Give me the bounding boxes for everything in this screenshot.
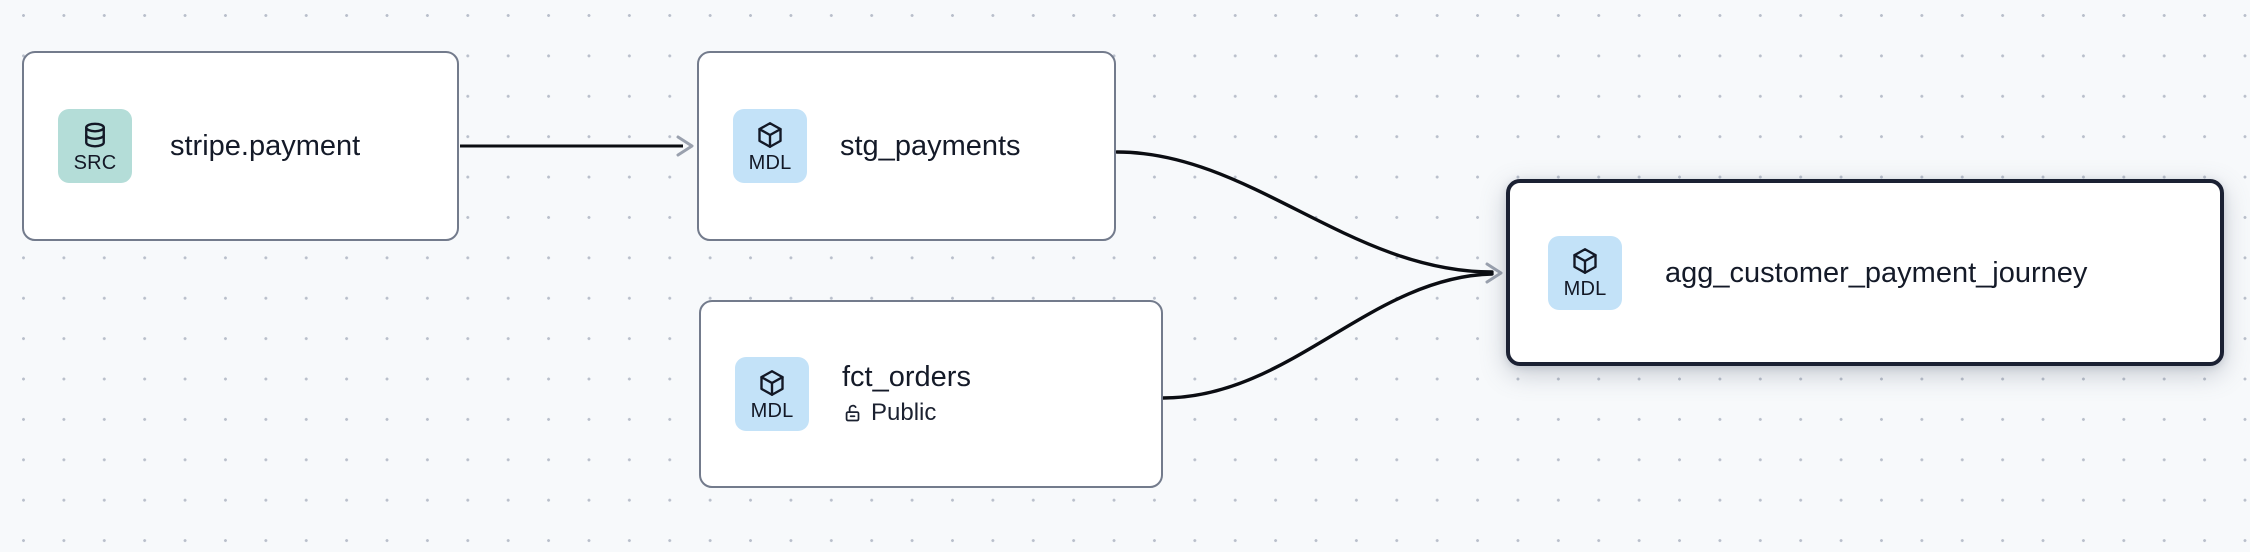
node-visibility-badge: Public <box>842 398 971 428</box>
node-body: agg_customer_payment_journey <box>1665 256 2087 290</box>
lineage-node-fct-orders[interactable]: MDL fct_orders Public <box>699 300 1163 488</box>
node-title: fct_orders <box>842 361 971 393</box>
node-type-badge-src: SRC <box>58 109 132 183</box>
edge-stg-payments-to-agg <box>1115 150 1494 274</box>
node-type-badge-mdl: MDL <box>733 109 807 183</box>
edge-fct-orders-to-agg <box>1161 272 1494 400</box>
arrowhead-chevron-icon <box>676 135 694 157</box>
cube-icon <box>760 369 784 396</box>
cube-icon <box>1573 248 1597 274</box>
node-body: stg_payments <box>840 129 1021 163</box>
node-body: fct_orders Public <box>842 360 971 428</box>
lineage-node-agg-customer-payment-journey[interactable]: MDL agg_customer_payment_journey <box>1506 179 2224 366</box>
node-type-badge-label: MDL <box>750 399 794 422</box>
node-body: stripe.payment <box>170 129 360 163</box>
node-type-badge-mdl: MDL <box>735 357 809 431</box>
lineage-node-stg-payments[interactable]: MDL stg_payments <box>697 51 1116 241</box>
node-type-badge-label: SRC <box>73 151 117 174</box>
node-title: stripe.payment <box>170 130 361 162</box>
node-title: agg_customer_payment_journey <box>1665 256 2088 289</box>
database-icon <box>85 122 105 147</box>
edge-stripe-payment-to-stg-payments <box>460 135 694 157</box>
unlock-icon <box>845 404 860 422</box>
arrowhead-chevron-icon <box>1485 262 1503 284</box>
node-type-badge-mdl: MDL <box>1548 235 1622 310</box>
node-type-badge-label: MDL <box>1563 278 1607 300</box>
node-title: stg_payments <box>840 130 1021 162</box>
lineage-node-stripe-payment[interactable]: SRC stripe.payment <box>22 51 459 241</box>
node-visibility-label: Public <box>871 399 937 426</box>
cube-icon <box>758 121 782 148</box>
node-type-badge-label: MDL <box>748 151 792 174</box>
